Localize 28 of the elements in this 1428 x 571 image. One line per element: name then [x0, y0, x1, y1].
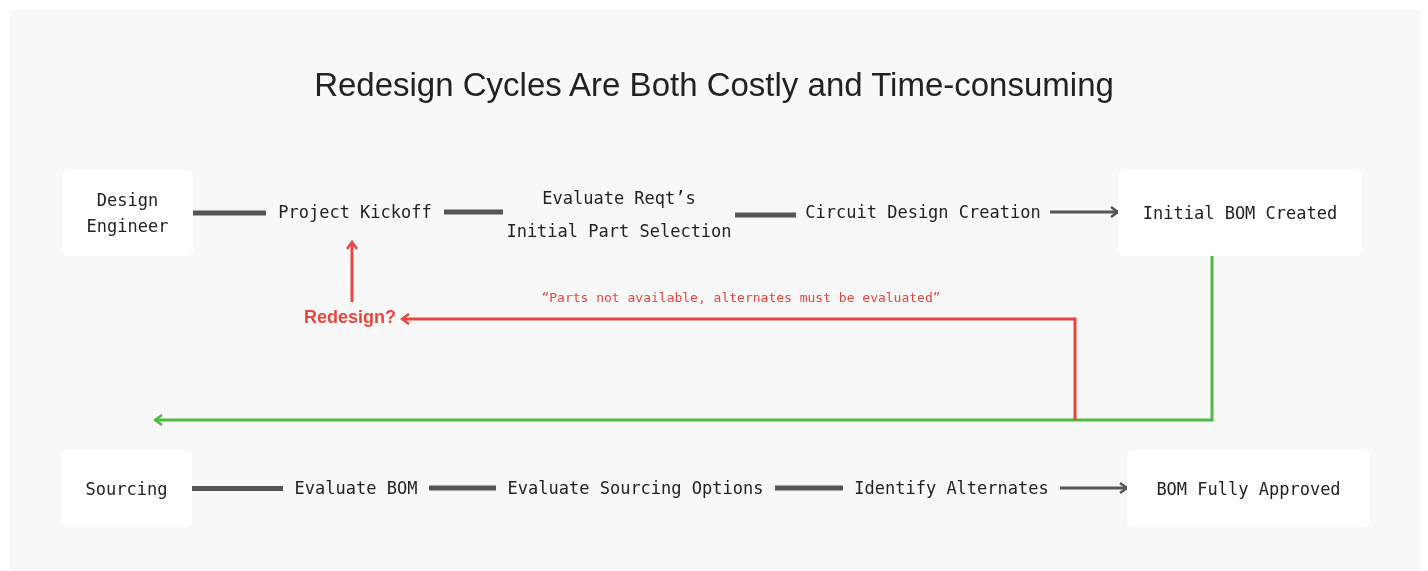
connector-line	[735, 212, 796, 218]
step-label: Evaluate Sourcing Options	[496, 472, 775, 504]
step-label: Circuit Design Creation	[796, 196, 1050, 228]
diagram-title: Redesign Cycles Are Both Costly and Time-consuming	[313, 66, 1115, 104]
arrow	[345, 240, 359, 302]
connector-line	[193, 210, 266, 216]
arrow	[153, 256, 1214, 427]
process-box	[61, 450, 192, 527]
process-box	[62, 170, 193, 256]
edge-label: “Parts not available, alternates must be evaluated”	[541, 290, 941, 305]
arrow	[1060, 481, 1129, 495]
step-label: Evaluate BOM	[283, 472, 429, 504]
process-box	[1127, 450, 1370, 527]
arrow	[1050, 205, 1120, 219]
step-label: BOM Fully Approved	[1155, 477, 1342, 501]
connector-line	[444, 209, 503, 215]
step-label: Evaluate Reqt’s Initial Part Selection	[503, 182, 735, 248]
arrow	[400, 312, 1077, 420]
connector-line	[429, 485, 496, 491]
step-label: Project Kickoff	[266, 196, 444, 228]
process-box	[1118, 170, 1362, 256]
connector-line	[192, 486, 283, 491]
question-label: Redesign?	[298, 302, 402, 332]
connector-line	[775, 485, 843, 491]
step-label: Initial BOM Created	[1141, 202, 1339, 225]
step-label: Design Engineer	[85, 189, 170, 238]
step-label: Identify Alternates	[843, 472, 1060, 504]
step-label: Sourcing	[84, 477, 169, 501]
